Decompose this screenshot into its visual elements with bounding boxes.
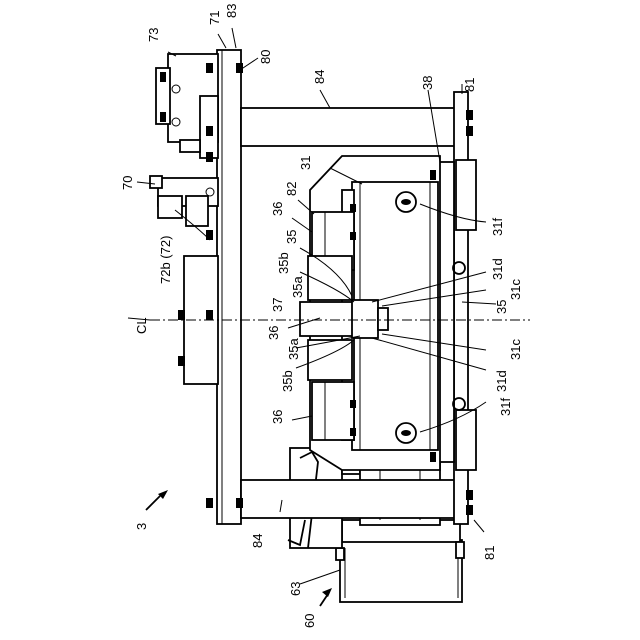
label-70: 70 [120, 176, 135, 190]
label-35-right: 35 [494, 300, 509, 314]
clamp-70 [150, 176, 218, 226]
center-piece-37 [300, 300, 388, 338]
frame-84-top [241, 108, 456, 146]
label-cl: CL [134, 317, 149, 334]
label-31d-top: 31d [490, 258, 505, 280]
label-84-bottom: 84 [250, 534, 265, 548]
label-31c-top: 31c [508, 279, 523, 300]
frame-84-bottom [241, 480, 456, 518]
label-73: 73 [146, 28, 161, 42]
label-31f-bot: 31f [498, 398, 513, 416]
jaw-36-mid [308, 256, 352, 300]
label-35a-bot: 35a [286, 338, 301, 360]
label-31c-bot: 31c [508, 339, 523, 360]
jaw-36-bottom [312, 382, 354, 440]
label-36-bot: 36 [270, 410, 285, 424]
label-60: 60 [302, 614, 317, 628]
label-35b-top: 35b [276, 252, 291, 274]
label-35-top: 35 [284, 230, 299, 244]
label-80: 80 [258, 50, 273, 64]
label-82: 82 [284, 182, 299, 196]
label-71: 71 [207, 11, 222, 25]
figure-ref-number: 3 [134, 523, 149, 530]
plate-81 [437, 92, 476, 524]
label-37: 37 [270, 298, 285, 312]
label-81-top: 81 [462, 78, 477, 92]
motor-60 [336, 520, 464, 602]
label-81-bottom: 81 [482, 546, 497, 560]
base-plate-71 [217, 50, 241, 524]
label-63: 63 [288, 582, 303, 596]
label-31: 31 [298, 156, 313, 170]
label-31f-top: 31f [490, 218, 505, 236]
label-84-top: 84 [312, 70, 327, 84]
label-38: 38 [420, 76, 435, 90]
label-72b: 72b (72) [158, 236, 173, 284]
label-31d-bot: 31d [494, 370, 509, 392]
label-35a-top: 35a [290, 276, 305, 298]
label-35b-bot: 35b [280, 370, 295, 392]
label-83: 83 [224, 4, 239, 18]
label-36-mid: 36 [266, 326, 281, 340]
label-36-top: 36 [270, 202, 285, 216]
